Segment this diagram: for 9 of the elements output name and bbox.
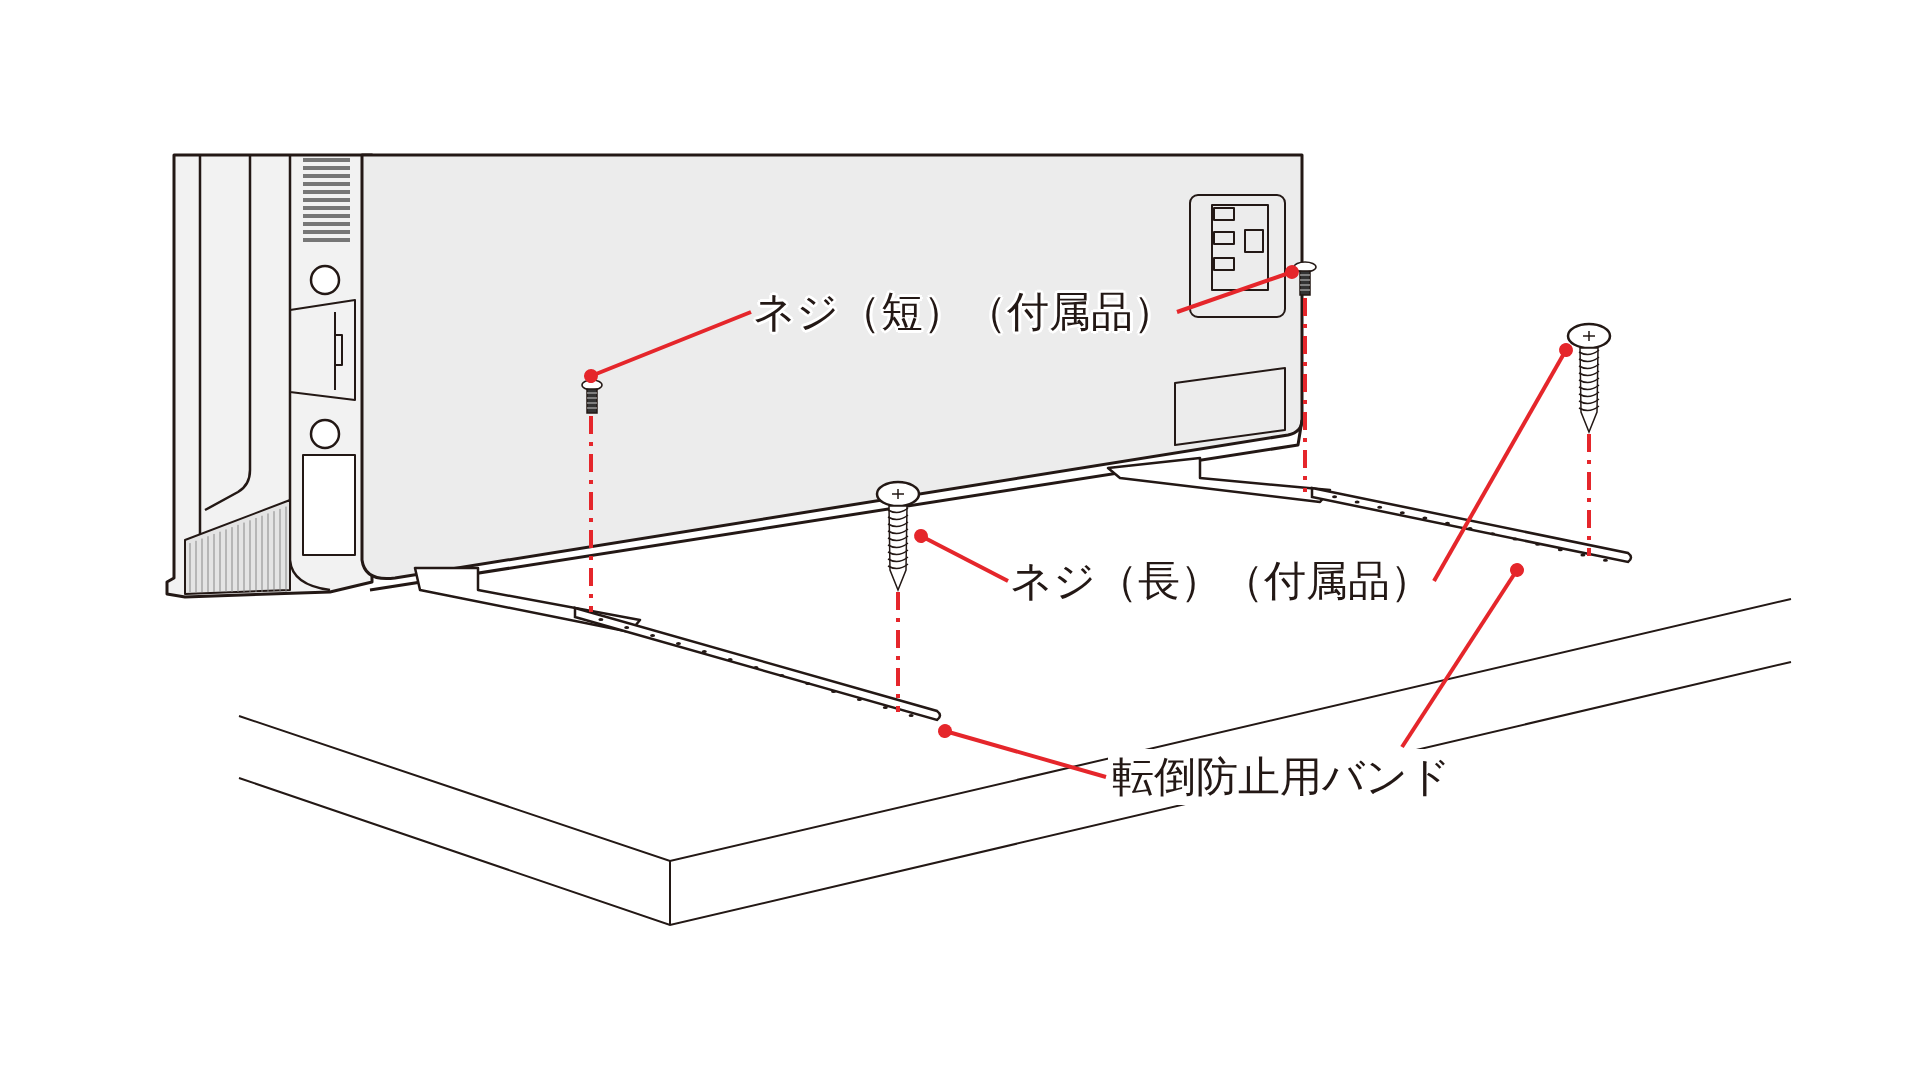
leader-line [584, 310, 752, 383]
part-label: ネジ（短）（付属品） [753, 286, 1175, 338]
leader-line [938, 724, 1107, 779]
alignment-line [589, 416, 593, 612]
part-label: ネジ（長）（付属品） [1010, 555, 1432, 607]
leader-line [914, 529, 1009, 583]
alignment-line [896, 592, 900, 712]
leader-line [1432, 343, 1573, 582]
leader-line [1400, 563, 1524, 749]
